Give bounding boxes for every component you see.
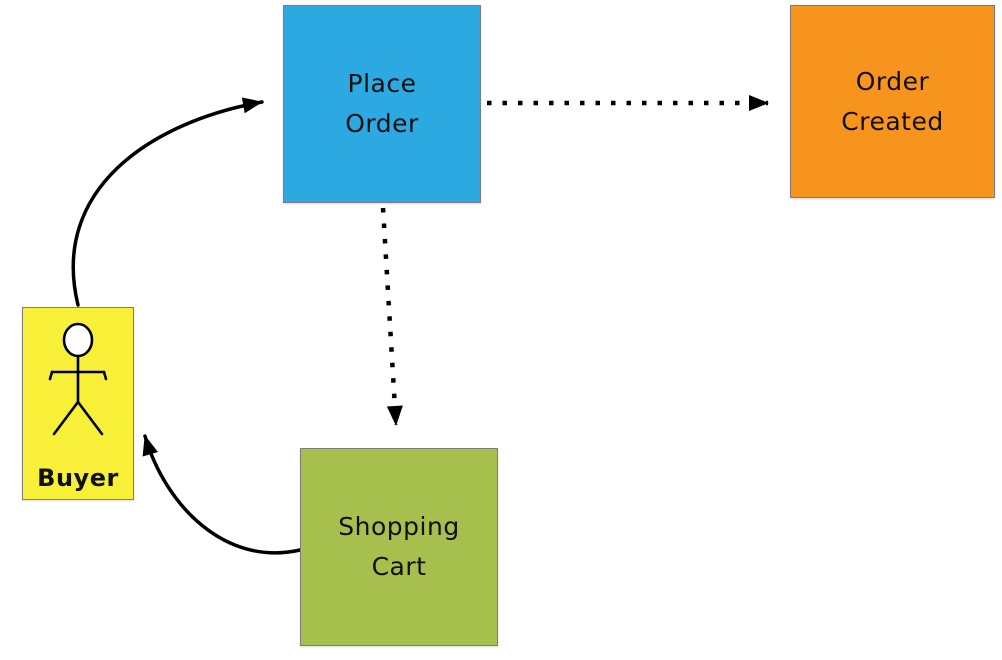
node-place-order-label: Place Order <box>345 69 419 138</box>
node-order-created-label: Order Created <box>841 66 944 136</box>
edge-place-order-to-shopping-cart <box>380 207 403 426</box>
edge-buyer-to-place-order <box>71 97 264 307</box>
stick-figure-icon <box>48 322 108 436</box>
node-shopping-cart-label: Shopping Cart <box>338 512 460 581</box>
node-place-order: Place Order <box>283 5 481 203</box>
edge-shopping-cart-to-buyer <box>142 434 302 555</box>
node-shopping-cart: Shopping Cart <box>300 448 498 646</box>
node-buyer: Buyer <box>22 307 134 500</box>
node-order-created: Order Created <box>790 5 995 198</box>
node-buyer-label: Buyer <box>37 463 119 492</box>
